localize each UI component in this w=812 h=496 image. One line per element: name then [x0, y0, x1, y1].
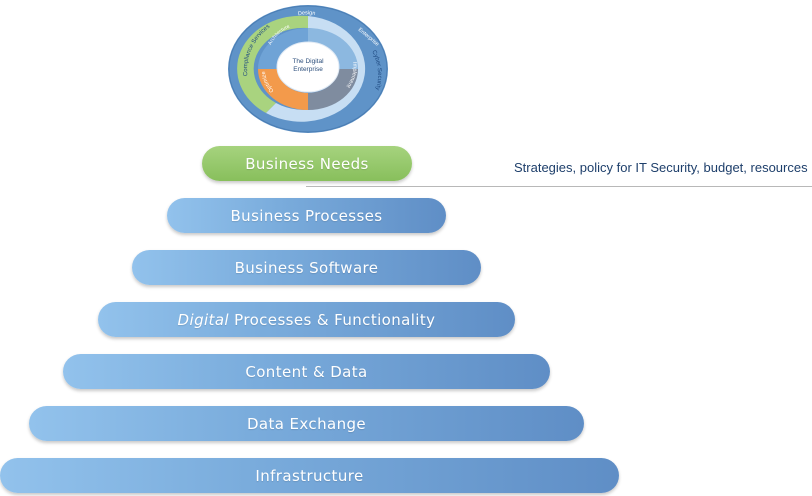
- digital-enterprise-cycle: The Digital Enterprise Design Implement …: [228, 5, 388, 133]
- implement-segment: [308, 69, 358, 110]
- level-business-processes: Business Processes: [167, 198, 446, 233]
- center-text-1: The Digital: [292, 58, 324, 65]
- level-business-software: Business Software: [132, 250, 481, 285]
- architecture-segment: [258, 28, 308, 69]
- level-label: Processes & Functionality: [229, 310, 436, 329]
- level-data-exchange: Data Exchange: [29, 406, 584, 441]
- cyber-security-label: Cyber Security: [370, 50, 382, 91]
- green-arc: [237, 15, 308, 113]
- business-needs-pill: Business Needs: [202, 146, 412, 181]
- optimize-segment: [258, 69, 308, 110]
- light-blue-arc: [266, 16, 366, 122]
- level-digital-processes: Digital Processes & Functionality: [98, 302, 515, 337]
- level-label: Business Software: [234, 258, 379, 277]
- level-label: Business Processes: [230, 206, 383, 225]
- design-label: Design: [298, 10, 316, 17]
- strategies-note: Strategies, policy for IT Security, budg…: [514, 160, 808, 175]
- business-needs-label: Business Needs: [245, 154, 369, 173]
- design-segment: [308, 28, 358, 69]
- level-label: Data Exchange: [246, 414, 367, 433]
- level-content-data: Content & Data: [63, 354, 550, 389]
- level-label-prefix: Digital: [177, 310, 229, 329]
- level-label: Infrastructure: [255, 466, 364, 485]
- center-text-2: Enterprise: [293, 66, 323, 73]
- level-infrastructure: Infrastructure: [0, 458, 619, 493]
- center-disk: [276, 41, 340, 93]
- divider-line: [306, 186, 812, 187]
- level-label: Content & Data: [245, 362, 368, 381]
